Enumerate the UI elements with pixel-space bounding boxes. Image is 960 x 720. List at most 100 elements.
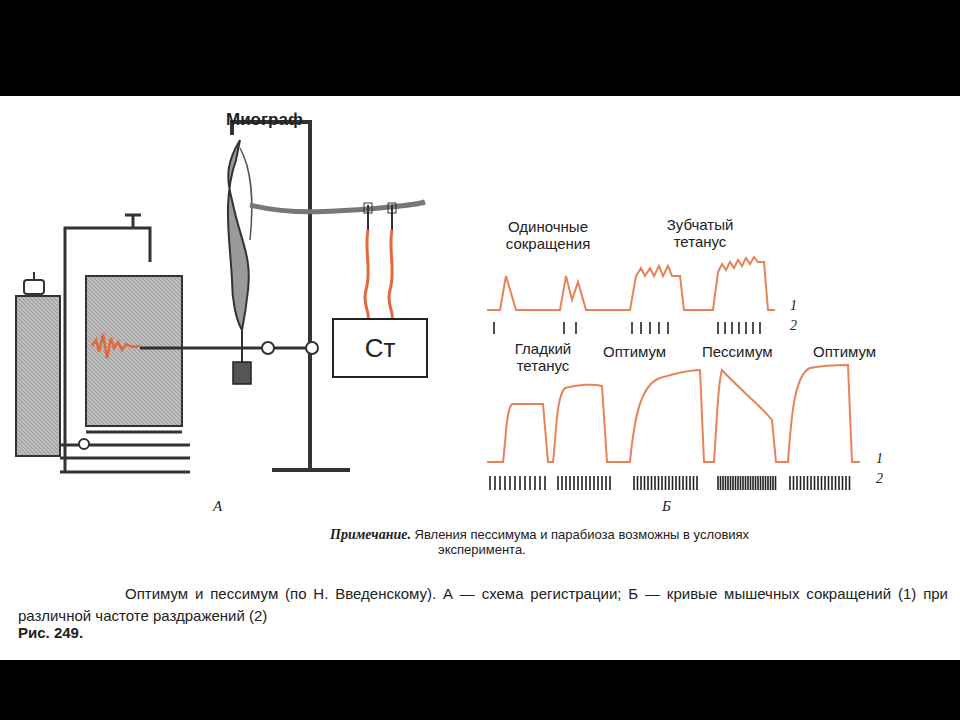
- stimulus-tick: [493, 322, 495, 334]
- stimulus-tick: [760, 476, 762, 490]
- stimulus-tick: [765, 476, 767, 490]
- stimulus-tick: [605, 476, 607, 490]
- stimulus-tick: [589, 476, 591, 490]
- stimulus-tick: [722, 476, 724, 490]
- text-label: Оптимум: [603, 343, 666, 360]
- stimulus-tick: [631, 322, 633, 334]
- stimulus-tick: [686, 476, 688, 490]
- stimulus-tick: [561, 476, 563, 490]
- stimulus-tick: [661, 476, 663, 490]
- stimulus-tick: [835, 476, 837, 490]
- stimulus-tick: [757, 476, 759, 490]
- stimulus-tick: [730, 476, 732, 490]
- stimulus-tick: [775, 476, 777, 490]
- stimulus-tick: [667, 322, 669, 334]
- stimulus-tick: [539, 476, 541, 490]
- stimulus-tick: [745, 476, 747, 490]
- note-block: Примечание. Явления пессимума и парабиоз…: [330, 527, 830, 558]
- text-label: Зубчатый тетанус: [645, 216, 755, 251]
- curve-number: 2: [790, 318, 797, 334]
- stimulus-tick: [647, 476, 649, 490]
- stimulus-tick: [544, 476, 546, 490]
- stimulus-tick: [747, 476, 749, 490]
- stimulus-tick: [569, 476, 571, 490]
- stimulus-tick: [752, 476, 754, 490]
- stimulus-tick: [689, 476, 691, 490]
- stimulus-tick: [658, 476, 660, 490]
- stimulus-tick: [845, 476, 847, 490]
- stimulus-tick: [796, 476, 798, 490]
- panel-letter: Б: [662, 498, 671, 515]
- stimulus-tick: [682, 476, 684, 490]
- stimulus-tick: [759, 322, 761, 334]
- stimulus-tick: [597, 476, 599, 490]
- stimulus-tick: [821, 476, 823, 490]
- text-label: Гладкий тетанус: [498, 340, 588, 375]
- stimulus-tick: [793, 476, 795, 490]
- stimulus-tick: [735, 476, 737, 490]
- stimulus-tick: [665, 476, 667, 490]
- stimulus-tick: [524, 476, 526, 490]
- stimulus-tick: [755, 476, 757, 490]
- stimulus-tick: [651, 476, 653, 490]
- text-label: Оптимум: [813, 343, 876, 360]
- stimulus-tick: [742, 476, 744, 490]
- stimulus-tick: [668, 476, 670, 490]
- stimulus-tick: [575, 322, 577, 334]
- stimulus-tick: [675, 476, 677, 490]
- stimulus-tick: [637, 476, 639, 490]
- stimulus-tick: [767, 476, 769, 490]
- stimulus-tick: [731, 322, 733, 334]
- stimulus-tick: [772, 476, 774, 490]
- text-label: Миограф: [226, 110, 303, 130]
- stimulus-tick: [609, 476, 611, 490]
- stimulus-tick: [803, 476, 805, 490]
- stimulus-tick: [817, 476, 819, 490]
- stimulus-tick: [658, 322, 660, 334]
- stimulus-tick: [752, 322, 754, 334]
- stimulus-tick: [504, 476, 506, 490]
- stimulus-tick: [789, 476, 791, 490]
- stimulus-tick: [640, 476, 642, 490]
- stimulus-tick: [519, 476, 521, 490]
- stimulus-tick: [828, 476, 830, 490]
- curve-number: 2: [876, 471, 883, 487]
- stimulus-tick: [732, 476, 734, 490]
- curve-number: 1: [876, 451, 883, 467]
- stimulus-tick: [499, 476, 501, 490]
- stimulus-tick: [849, 476, 851, 490]
- figure-caption: Оптимум и пессимум (по Н. Введенскому). …: [18, 583, 948, 627]
- stimulus-tick: [573, 476, 575, 490]
- stimulus-tick: [494, 476, 496, 490]
- stimulus-tick: [593, 476, 595, 490]
- stimulus-tick: [750, 476, 752, 490]
- stimulus-tick: [720, 476, 722, 490]
- stimulus-tick: [842, 476, 844, 490]
- stimulus-tick: [745, 322, 747, 334]
- panel-letter: А: [213, 498, 222, 515]
- stimulus-tick: [514, 476, 516, 490]
- stimulus-tick: [770, 476, 772, 490]
- stimulus-tick: [737, 476, 739, 490]
- stimulus-tick: [633, 476, 635, 490]
- stimulus-tick: [644, 476, 646, 490]
- stimulus-tick: [740, 476, 742, 490]
- stimulus-tick: [696, 476, 698, 490]
- note-text: Явления пессимума и парабиоза возможны в…: [415, 527, 750, 557]
- text-label: Рис. 249.: [18, 624, 83, 641]
- stimulus-tick: [563, 322, 565, 334]
- stimulator-box: Ст: [332, 318, 428, 378]
- stimulus-tick: [649, 322, 651, 334]
- stimulus-tick: [509, 476, 511, 490]
- stimulus-tick: [831, 476, 833, 490]
- node-text: Ст: [365, 333, 396, 364]
- stimulus-tick: [800, 476, 802, 490]
- stimulus-tick: [640, 322, 642, 334]
- stimulus-tick: [810, 476, 812, 490]
- stimulus-tick: [838, 476, 840, 490]
- stimulus-tick: [489, 476, 491, 490]
- stimulus-tick: [557, 476, 559, 490]
- stimulus-tick: [672, 476, 674, 490]
- stimulus-tick: [814, 476, 816, 490]
- stimulus-tick: [724, 322, 726, 334]
